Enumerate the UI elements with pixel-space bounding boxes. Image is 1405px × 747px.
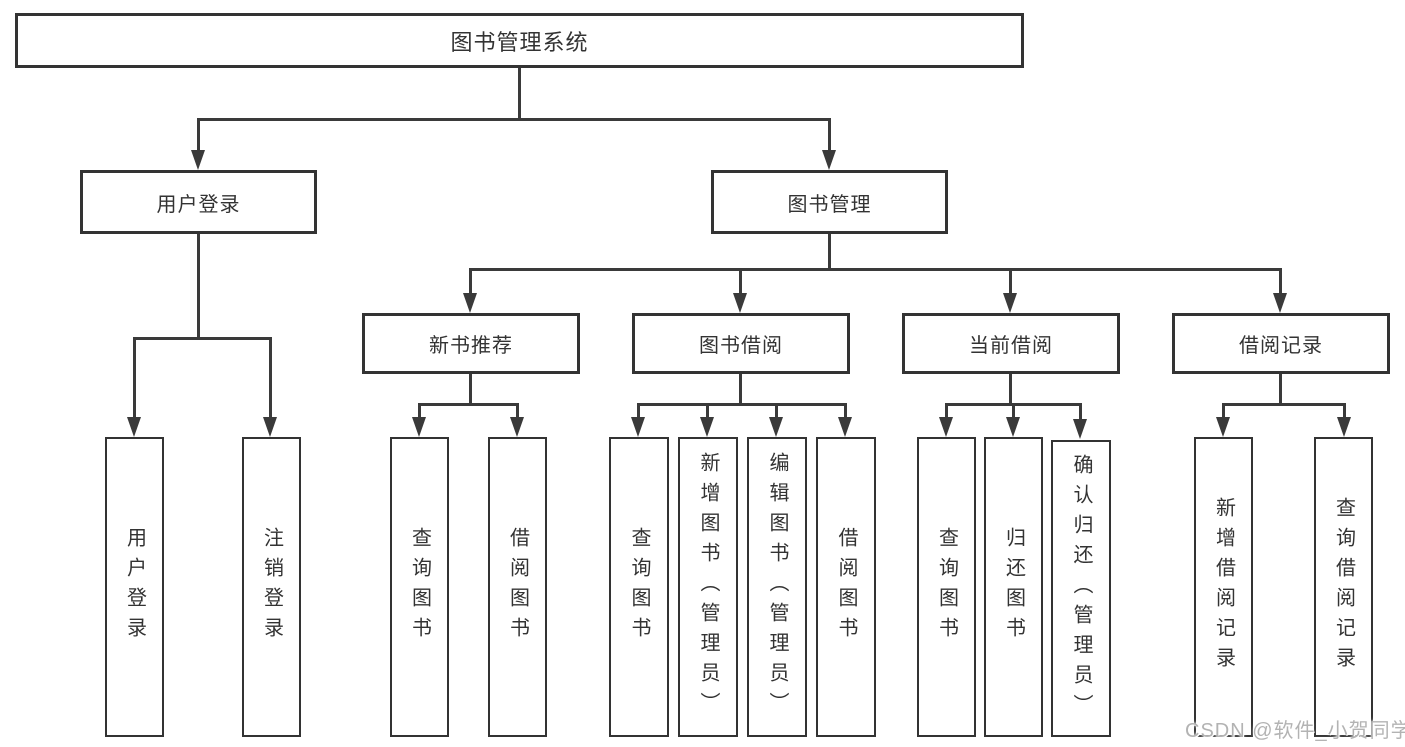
leaf-user-login: 用户登录 [105,437,164,737]
connector-line [844,403,847,421]
leaf-borrow-book: 借阅图书 [488,437,547,737]
arrow-down-icon [1073,419,1087,439]
node-user-login: 用户登录 [80,170,317,234]
connector-line [1343,403,1346,421]
leaf-borrow-book: 借阅图书 [816,437,876,737]
arrow-down-icon [1216,417,1230,437]
arrow-down-icon [838,417,852,437]
arrow-down-icon [769,417,783,437]
connector-line [828,234,831,270]
leaf-query-book: 查询图书 [917,437,976,737]
arrow-down-icon [191,150,205,170]
connector-line [637,403,847,406]
leaf-logout: 注销登录 [242,437,301,737]
node-new-book-recommend: 新书推荐 [362,313,580,374]
connector-line [828,118,831,154]
connector-line [637,403,640,421]
connector-line [739,268,742,297]
arrow-down-icon [1337,417,1351,437]
connector-line [1079,403,1082,421]
arrow-down-icon [733,293,747,313]
arrow-down-icon [822,150,836,170]
connector-line [945,403,948,421]
connector-line [269,337,272,421]
leaf-edit-book-admin: 编辑图书（管理员） [747,437,807,737]
leaf-return-book: 归还图书 [984,437,1043,737]
arrow-down-icon [263,417,277,437]
connector-line [418,403,519,406]
leaf-query-book: 查询图书 [390,437,449,737]
connector-line [133,337,136,421]
arrow-down-icon [1003,293,1017,313]
node-library-management-system: 图书管理系统 [15,13,1024,68]
connector-line [469,268,1282,271]
arrow-down-icon [939,417,953,437]
connector-line [469,268,472,297]
csdn-watermark: CSDN @软件_小贺同学 [1185,720,1405,742]
connector-line [418,403,421,421]
connector-line [1009,374,1012,405]
connector-line [1279,268,1282,297]
connector-line [1279,374,1282,405]
connector-line [518,68,521,118]
connector-line [1012,403,1015,421]
connector-line [739,374,742,405]
arrow-down-icon [510,417,524,437]
arrow-down-icon [631,417,645,437]
node-borrow-record: 借阅记录 [1172,313,1390,374]
connector-line [133,337,272,340]
connector-line [197,118,831,121]
leaf-add-book-admin: 新增图书（管理员） [678,437,738,737]
leaf-query-book: 查询图书 [609,437,669,737]
connector-line [1222,403,1346,406]
connector-line [775,403,778,421]
connector-line [1222,403,1225,421]
arrow-down-icon [700,417,714,437]
arrow-down-icon [1006,417,1020,437]
connector-line [469,374,472,405]
node-book-borrow: 图书借阅 [632,313,850,374]
leaf-add-borrow-record: 新增借阅记录 [1194,437,1253,737]
connector-line [197,118,200,154]
leaf-confirm-return-admin: 确认归还（管理员） [1051,440,1111,737]
leaf-query-borrow-record: 查询借阅记录 [1314,437,1373,737]
arrow-down-icon [1273,293,1287,313]
connector-line [1009,268,1012,297]
connector-line [197,234,200,337]
arrow-down-icon [412,417,426,437]
connector-line [706,403,709,421]
arrow-down-icon [463,293,477,313]
connector-line [516,403,519,421]
arrow-down-icon [127,417,141,437]
node-book-management: 图书管理 [711,170,948,234]
node-current-borrow: 当前借阅 [902,313,1120,374]
